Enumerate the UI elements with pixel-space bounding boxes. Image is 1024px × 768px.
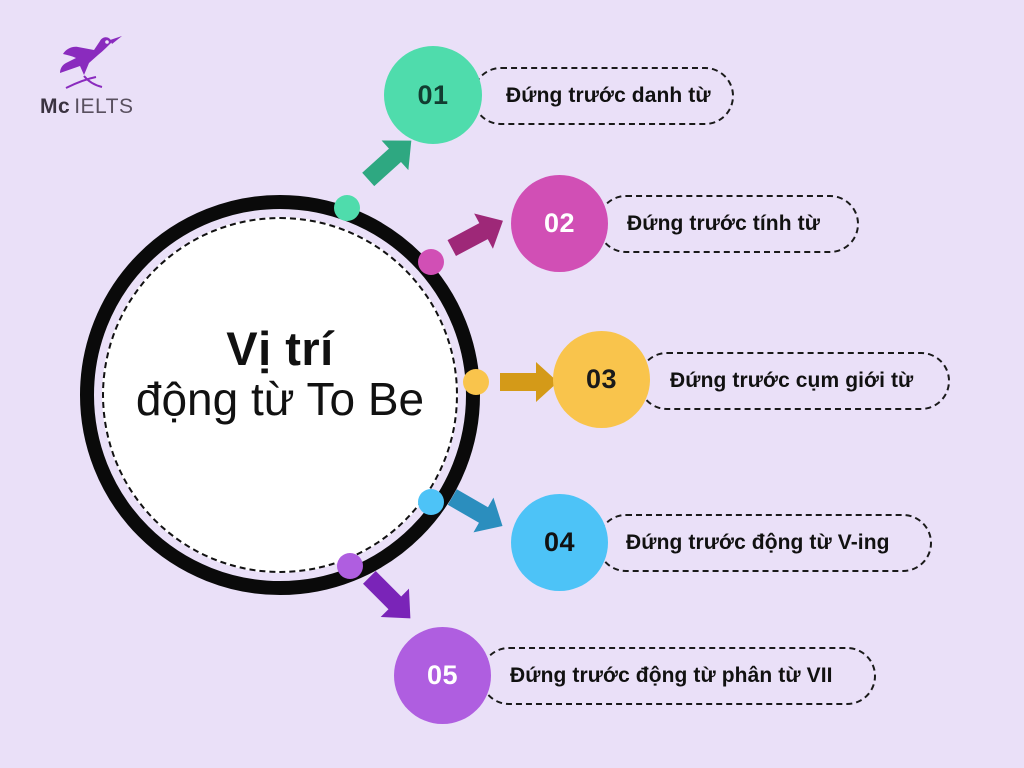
center-title-line2: động từ To Be (135, 372, 425, 425)
node-dot-03 (463, 369, 489, 395)
item-label-01: Đứng trước danh từ (506, 84, 711, 107)
item-bubble-02[interactable]: 02 (511, 175, 608, 272)
item-number-01: 01 (417, 79, 449, 110)
brand-name-light: IELTS (74, 95, 134, 118)
item-number-02: 02 (543, 208, 576, 238)
arrow-05-icon (352, 570, 432, 630)
item-label-03: Đứng trước cụm giới từ (670, 369, 914, 392)
item-pill-02[interactable]: Đứng trước tính từ (597, 195, 859, 253)
item-bubble-01[interactable]: 01 (384, 46, 482, 144)
node-dot-04 (418, 489, 444, 515)
item-bubble-04[interactable]: 04 (511, 494, 608, 591)
item-label-05: Đứng trước động từ phân từ VII (510, 664, 833, 687)
central-ring-dashed (102, 217, 458, 573)
node-dot-02 (418, 249, 444, 275)
brand-name-bold: Mc (40, 95, 71, 118)
item-label-02: Đứng trước tính từ (627, 212, 820, 235)
item-pill-05[interactable]: Đứng trước động từ phân từ VII (480, 647, 876, 705)
item-pill-03[interactable]: Đứng trước cụm giới từ (638, 352, 950, 410)
central-circle: Vị trí động từ To Be (80, 195, 480, 595)
item-label-04: Đứng trước động từ V-ing (626, 531, 890, 554)
item-number-05: 05 (426, 660, 459, 690)
node-dot-05 (337, 553, 363, 579)
arrow-03-icon (494, 352, 574, 412)
node-dot-01 (334, 195, 360, 221)
item-number-03: 03 (585, 364, 618, 394)
item-pill-01[interactable]: Đứng trước danh từ (472, 67, 734, 125)
item-number-04: 04 (543, 527, 576, 557)
hummingbird-icon (50, 33, 135, 91)
center-title: Vị trí động từ To Be (80, 322, 480, 425)
item-pill-04[interactable]: Đứng trước động từ V-ing (597, 514, 932, 572)
item-bubble-03[interactable]: 03 (553, 331, 650, 428)
item-bubble-05[interactable]: 05 (394, 627, 491, 724)
arrow-04-icon (440, 483, 520, 543)
arrow-01-icon (352, 128, 432, 188)
arrow-02-icon (440, 203, 520, 263)
center-title-line1: Vị trí (226, 322, 334, 375)
